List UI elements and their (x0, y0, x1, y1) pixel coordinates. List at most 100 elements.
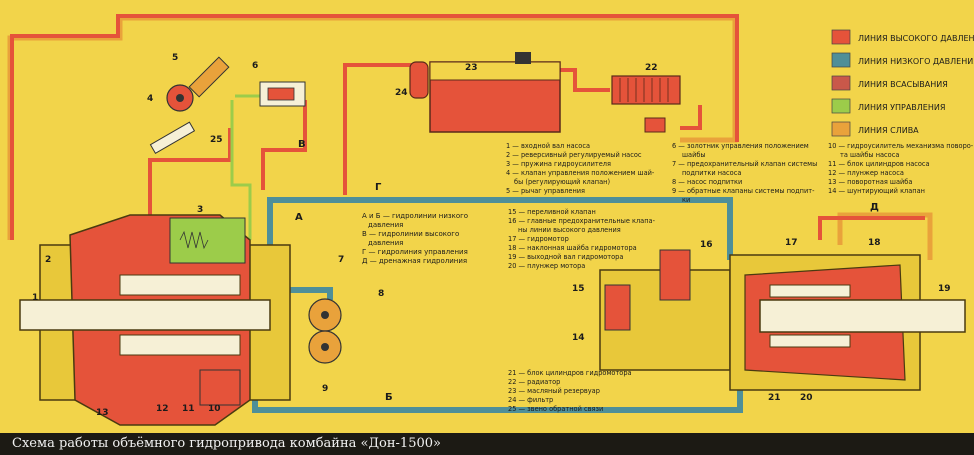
figure-caption: Схема работы объёмного гидропривода комб… (0, 433, 974, 455)
callout-8: 8 (378, 289, 384, 299)
callout-10: 10 (208, 404, 221, 414)
part-25: 25 — звено обратной связи (508, 405, 603, 413)
pump-assembly (19, 214, 291, 426)
callout-24: 24 (395, 88, 408, 98)
legend-swatch-high (831, 29, 851, 45)
callout-4: 4 (147, 94, 153, 104)
legend-label-high: ЛИНИЯ ВЫСОКОГО ДАВЛЕНИЯ (858, 34, 974, 43)
control-lever (149, 56, 306, 155)
hp-line-v (261, 100, 307, 190)
callout-6: 6 (252, 61, 258, 71)
hp-line-control (148, 128, 232, 238)
pump-input-shaft (19, 299, 271, 331)
line-key-g: Г — гидролиния управления (362, 248, 468, 256)
callout-19: 19 (938, 284, 951, 294)
pump-cylinder-block-lower (119, 334, 241, 356)
part-17: 17 — гидромотор (508, 235, 569, 243)
part-4: 4 — клапан управления положением шай- (506, 169, 655, 177)
line-key-ab: А и Б — гидролинии низкого (362, 212, 468, 220)
callout-20: 20 (800, 393, 813, 403)
line-key-d: Д — дренажная гидролиния (362, 257, 467, 265)
pump-servo-10 (199, 369, 241, 406)
line-key-ab-cont: давления (368, 221, 403, 229)
radiator-body (611, 75, 681, 105)
hydraulic-diagram: ЛИНИЯ ВЫСОКОГО ДАВЛЕНИЯ ЛИНИЯ НИЗКОГО ДА… (7, 14, 974, 426)
motor-assembly (599, 249, 966, 391)
line-key-v: В — гидролинии высокого (362, 230, 459, 238)
hp-line-reservoir (343, 63, 420, 195)
letter-d: Д (870, 202, 879, 213)
parts-list-col1: 1 — входной вал насоса 2 — реверсивный р… (506, 142, 655, 195)
letter-g: Г (375, 182, 382, 193)
line-keys: А и Б — гидролинии низкого давления В — … (362, 212, 468, 265)
legend-swatch-control (831, 98, 851, 114)
callout-21: 21 (768, 393, 781, 403)
legend: ЛИНИЯ ВЫСОКОГО ДАВЛЕНИЯ ЛИНИЯ НИЗКОГО ДА… (831, 29, 974, 137)
callout-17: 17 (785, 238, 798, 248)
part-7: 7 — предохранительный клапан системы (672, 160, 817, 168)
part-4-cont: бы (регулирующий клапан) (514, 178, 610, 186)
callout-16: 16 (700, 240, 713, 250)
callout-11: 11 (182, 404, 195, 414)
legend-label-control: ЛИНИЯ УПРАВЛЕНИЯ (858, 103, 945, 112)
filter-body (409, 61, 429, 99)
overflow-valve-15 (604, 284, 631, 331)
callout-23: 23 (465, 63, 478, 73)
part-10-cont: та шайбы насоса (840, 151, 899, 159)
parts-list-col2: 6 — золотник управления положением шайбы… (672, 142, 817, 204)
charge-pump-8 (308, 298, 342, 364)
part-18: 18 — наклонная шайба гидромотора (508, 244, 637, 252)
radiator-valve (644, 117, 666, 133)
callout-15: 15 (572, 284, 585, 294)
callout-5: 5 (172, 53, 178, 63)
part-6-cont: шайбы (682, 151, 706, 159)
part-13: 13 — поворотная шайба (828, 178, 912, 186)
part-15: 15 — переливной клапан (508, 208, 596, 216)
callout-18: 18 (868, 238, 881, 248)
callout-22: 22 (645, 63, 658, 73)
legend-swatch-drain (831, 121, 851, 137)
callout-3: 3 (197, 205, 203, 215)
radiator (611, 75, 681, 133)
legend-swatch-low (831, 52, 851, 68)
part-9-cont: ки (682, 196, 690, 204)
line-key-v-cont: давления (368, 239, 403, 247)
part-22: 22 — радиатор (508, 378, 560, 386)
drain-line-right (837, 212, 933, 260)
part-16-cont: ны линии высокого давления (518, 226, 621, 234)
part-8: 8 — насос подпитки (672, 178, 742, 186)
part-23: 23 — масляный резервуар (508, 387, 600, 395)
part-20: 20 — плунжер мотора (508, 262, 585, 270)
part-16: 16 — главные предохранительные клапа- (508, 217, 656, 225)
oil-filter (409, 61, 429, 99)
callout-1: 1 (32, 293, 38, 303)
callout-14: 14 (572, 333, 585, 343)
oil-reservoir (429, 52, 561, 133)
part-9: 9 — обратные клапаны системы подпит- (672, 187, 815, 195)
callout-2: 2 (45, 255, 51, 265)
part-2: 2 — реверсивный регулируемый насос (506, 151, 642, 159)
high-pressure-lines (10, 14, 925, 240)
parts-list-col3: 10 — гидроусилитель механизма поворо- та… (828, 142, 974, 195)
relief-valve-16 (659, 249, 691, 301)
reservoir-cap (515, 52, 531, 64)
callout-9: 9 (322, 384, 328, 394)
hp-line-top (10, 14, 739, 240)
part-19: 19 — выходной вал гидромотора (508, 253, 623, 261)
legend-label-suction: ЛИНИЯ ВСАСЫВАНИЯ (858, 80, 948, 89)
hp-line-radiator-out (680, 105, 702, 130)
legend-swatch-suction (831, 75, 851, 91)
part-5: 5 — рычаг управления (506, 187, 585, 195)
part-6: 6 — золотник управления положением (672, 142, 809, 150)
callout-25: 25 (210, 135, 223, 145)
part-7-cont: подпитки насоса (682, 169, 741, 177)
part-11: 11 — блок цилиндров насоса (828, 160, 930, 168)
legend-label-drain: ЛИНИЯ СЛИВА (858, 126, 919, 135)
hp-line-radiator-in (560, 68, 610, 92)
part-14: 14 — шунтирующий клапан (828, 187, 925, 195)
letter-b: Б (385, 392, 393, 403)
part-numbers: 1 2 3 4 5 6 7 8 9 10 11 12 13 14 15 16 1… (32, 53, 951, 418)
callout-12: 12 (156, 404, 169, 414)
part-3: 3 — пружина гидроусилителя (506, 160, 611, 168)
